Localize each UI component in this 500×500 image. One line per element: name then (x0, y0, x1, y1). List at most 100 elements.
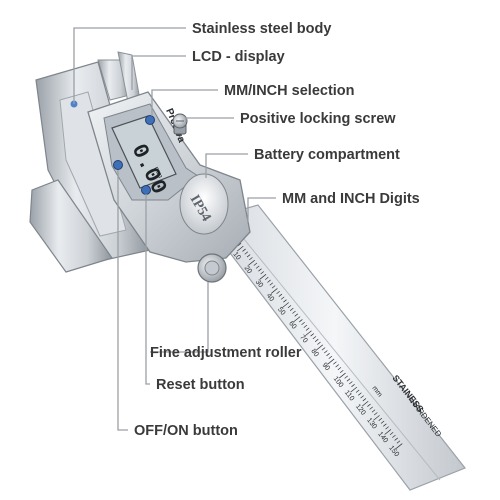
fine-adjustment-roller[interactable] (197, 253, 227, 283)
scale-tick (270, 288, 278, 294)
scale-number: 20 (243, 265, 253, 276)
label-mm-inch-selection: MM/INCH selection (224, 83, 355, 99)
leader-lines (73, 27, 276, 431)
scale-tick (299, 319, 303, 323)
scale-tick (367, 403, 371, 407)
scale-tick (321, 347, 326, 351)
scale-tick (350, 386, 358, 393)
scale-tick (384, 429, 392, 435)
scale-number: 50 (276, 306, 286, 317)
scale-tick (360, 395, 364, 399)
mm-inch-button[interactable] (145, 115, 155, 125)
scale-tick (344, 375, 349, 379)
scale-number: 40 (265, 292, 275, 303)
scale-tick (328, 355, 333, 359)
scale-tick (335, 364, 339, 368)
lcd-display-panel (111, 115, 177, 189)
scale-tick (264, 276, 269, 280)
scale-tick (358, 392, 362, 396)
scale-tick (389, 432, 394, 436)
caliper-sliding-jaw (29, 179, 113, 273)
scale-tick (378, 417, 383, 421)
scale-tick (294, 313, 299, 317)
scale-tick (289, 307, 294, 311)
label-reset-button: Reset button (156, 377, 245, 393)
scale-tick (317, 341, 321, 345)
scale-tick (310, 333, 314, 337)
caliper-fixed-jaw (35, 61, 151, 263)
scale-tick (324, 350, 328, 354)
scale-tick (246, 254, 251, 258)
scale-tick (327, 358, 335, 365)
scale-tick (278, 293, 283, 297)
label-lcd-display: LCD - display (192, 49, 285, 65)
scale-tick (394, 437, 398, 441)
leader-lcd-display (131, 55, 186, 90)
scale-tick (396, 440, 401, 444)
label-off-on-button: OFF/ON button (134, 423, 238, 439)
scale-tick (280, 296, 285, 300)
caliper-upper-jaws (97, 51, 141, 103)
scale-tick (392, 434, 396, 438)
scale-tick (373, 412, 378, 416)
scale-tick (305, 327, 310, 331)
scale-tick (314, 338, 319, 342)
scale-number: 30 (254, 279, 264, 290)
label-battery-compartment: Battery compartment (254, 147, 400, 163)
label-fine-adjustment-roller: Fine adjustment roller (150, 345, 302, 361)
scale-tick (269, 282, 274, 286)
scale-tick (333, 361, 337, 365)
scale-tick (380, 420, 385, 424)
scale-tick (362, 398, 367, 402)
leader-off-on-button (117, 170, 128, 431)
scale-tick (259, 274, 267, 280)
scale-tick (248, 259, 255, 266)
lcd-unit: mm (152, 166, 163, 180)
scale-tick (339, 369, 344, 373)
scale-tick (305, 330, 312, 337)
scale-tick (383, 423, 387, 427)
scale-tick (283, 299, 287, 303)
scale-tick (351, 384, 355, 388)
scale-tick (244, 251, 249, 255)
scale-tick (293, 316, 301, 322)
scale-tick (316, 344, 324, 351)
scale-tick (260, 271, 265, 275)
scale-tick (242, 248, 246, 252)
scale-tick (255, 265, 260, 269)
scale-tick (287, 305, 292, 309)
scale-tick (301, 321, 305, 326)
scale-tick (348, 381, 353, 385)
leader-mm-inch-selection (151, 89, 218, 116)
scale-tick (258, 268, 262, 272)
scale-tick (282, 302, 289, 308)
locking-screw[interactable] (172, 113, 188, 135)
scale-tick (236, 245, 244, 252)
scale-tick (249, 257, 253, 261)
scale-number: 60 (287, 320, 297, 331)
scale-tick (339, 372, 346, 379)
leader-mm-inch-digits (247, 197, 276, 222)
label-positive-locking-screw: Positive locking screw (240, 111, 396, 127)
leader-battery-compartment (205, 153, 248, 178)
scale-tick (292, 310, 296, 314)
scale-tick (326, 353, 330, 357)
leader-positive-locking-screw (185, 117, 234, 122)
scale-tick (303, 324, 308, 328)
scale-tick (276, 290, 280, 295)
off-on-button[interactable] (113, 160, 123, 170)
scale-tick (267, 279, 271, 283)
scale-tick (369, 406, 373, 410)
scale-number: 10 (231, 251, 241, 262)
caliper-slider-housing: 0.00 mm Preciva IP54 (87, 91, 251, 263)
leader-stainless-steel-body (73, 27, 186, 104)
scale-number: 80 (309, 348, 319, 359)
scale-tick (355, 389, 360, 393)
scale-tick (253, 262, 258, 266)
reset-button[interactable] (141, 185, 151, 195)
scale-tick (371, 409, 376, 413)
battery-compartment-cover (179, 173, 229, 235)
scale-tick (385, 426, 389, 430)
